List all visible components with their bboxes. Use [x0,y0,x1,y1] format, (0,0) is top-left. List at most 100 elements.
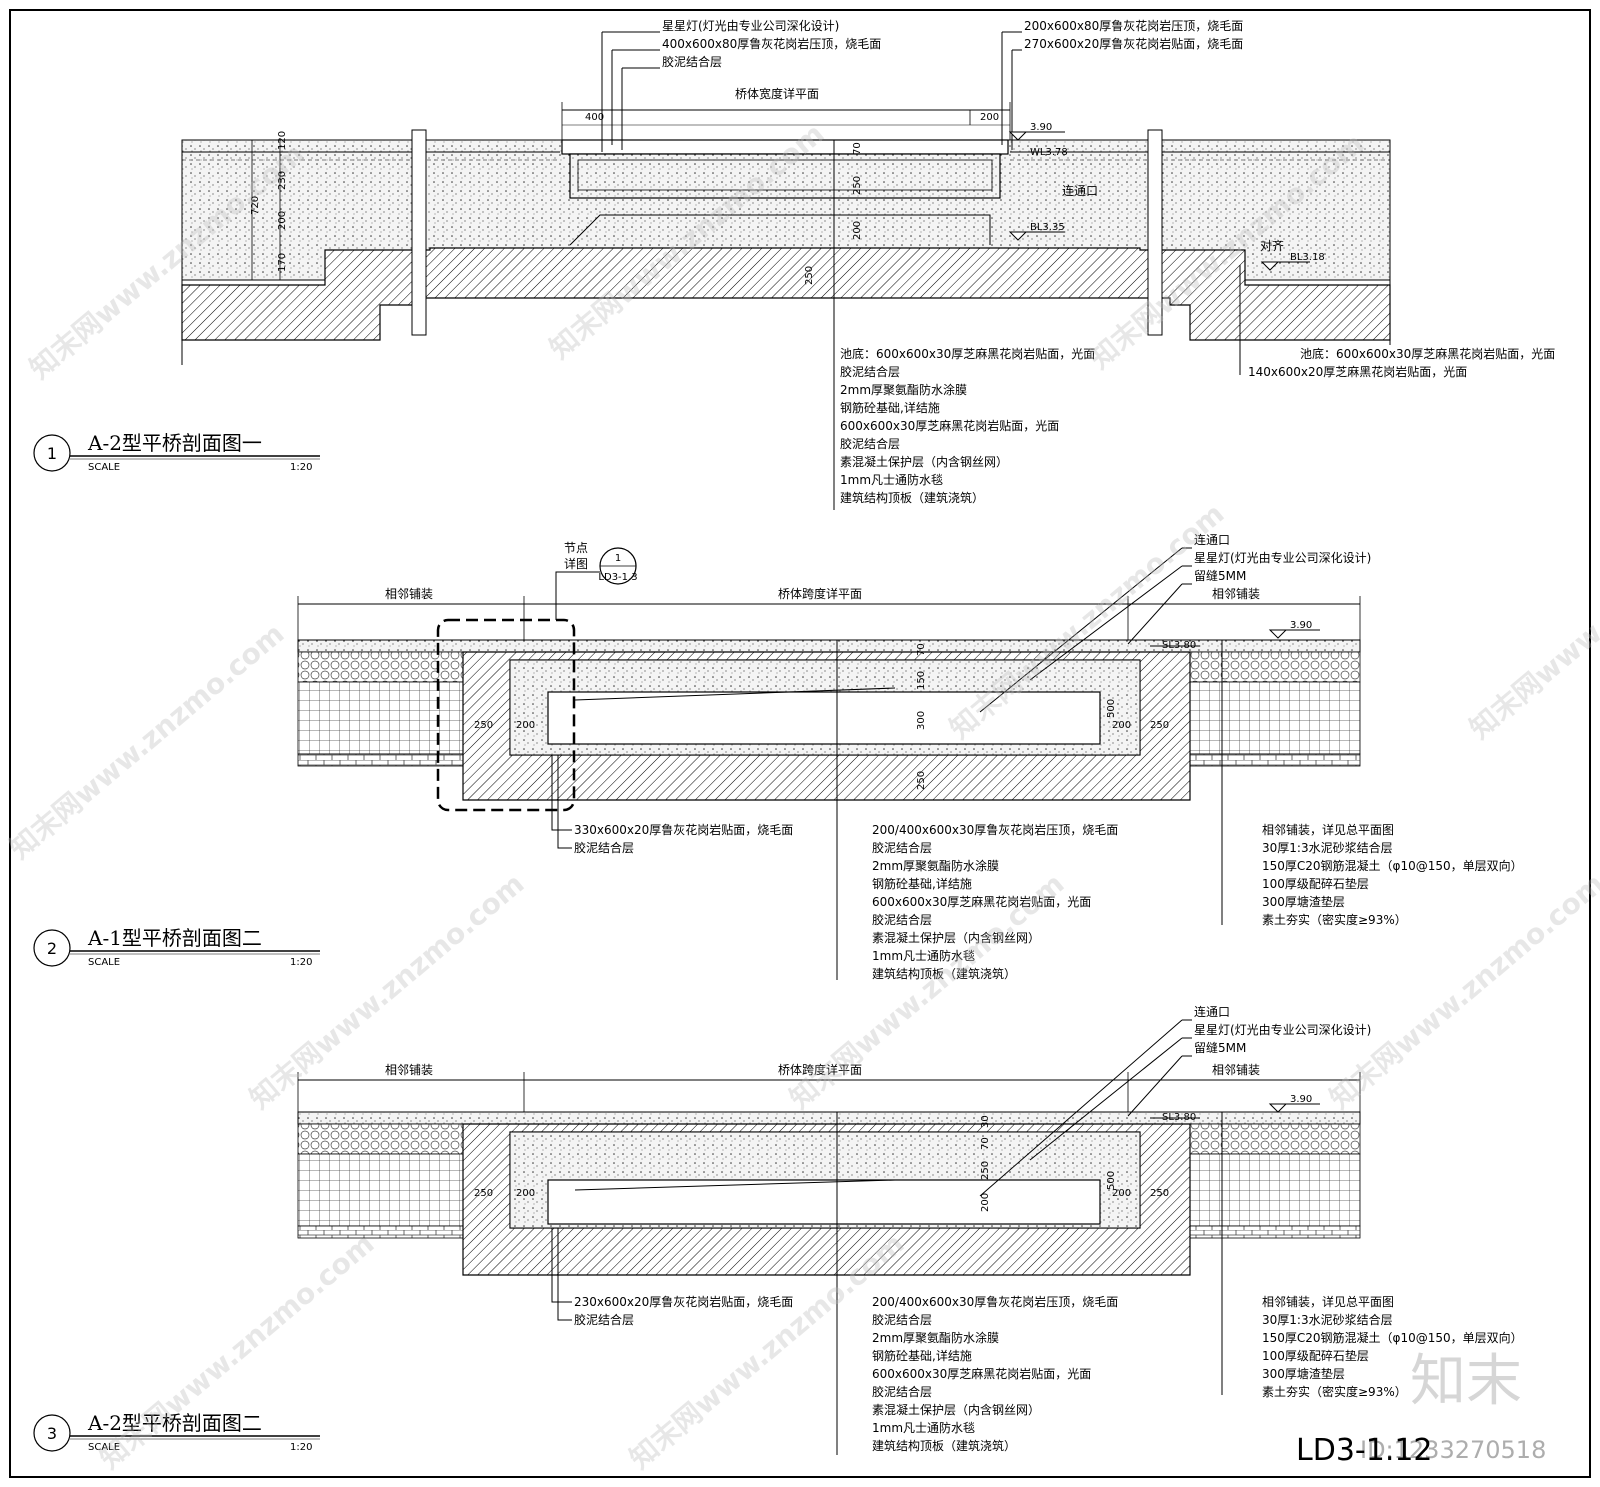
s1-dim-left-4: 170 [277,253,288,272]
s2-span-left: 相邻铺装 [385,587,433,601]
s1-callout-align: 对齐 [1260,238,1284,253]
s1-dim-left-2: 230 [277,171,288,190]
svg-text:250: 250 [474,1188,493,1199]
svg-text:300厚塘渣垫层: 300厚塘渣垫层 [1262,894,1345,909]
svg-text:素土夯实（密实度≥93%）: 素土夯实（密实度≥93%） [1262,912,1407,927]
s2-callout-light: 星星灯(灯光由专业公司深化设计) [1194,550,1371,565]
svg-text:素土夯实（密实度≥93%）: 素土夯实（密实度≥93%） [1262,1384,1407,1399]
section-3-labels: 相邻铺装 桥体跨度详平面 相邻铺装 连通口 星星灯(灯光由专业公司深化设计) 留… [33,1004,1523,1453]
s3-channel [547,1179,1101,1225]
s3-callout-light: 星星灯(灯光由专业公司深化设计) [1194,1022,1371,1037]
svg-text:100厚级配碎石垫层: 100厚级配碎石垫层 [1262,876,1369,891]
s3-level-sl: SL3.80 [1162,1112,1196,1123]
svg-text:素混凝土保护层（内含钢丝网）: 素混凝土保护层（内含钢丝网） [840,454,1008,469]
svg-text:250: 250 [1150,720,1169,731]
svg-text:70: 70 [852,142,863,155]
s2-callout-gap: 留缝5MM [1194,568,1246,583]
section-2-drawing [297,547,1361,980]
svg-text:250: 250 [474,720,493,731]
s2-left-note-1: 330x600x20厚鲁灰花岗岩贴面，烧毛面 [574,822,793,837]
svg-text:2mm厚聚氨酯防水涂膜: 2mm厚聚氨酯防水涂膜 [840,382,967,397]
section-2-labels: 节点 详图 1 LD3-1.3 相邻铺装 桥体跨度详平面 相邻铺装 连通口 星星… [33,532,1523,981]
svg-text:钢筋砼基础,详结施: 钢筋砼基础,详结施 [840,400,940,415]
svg-text:素混凝土保护层（内含钢丝网）: 素混凝土保护层（内含钢丝网） [872,1402,1040,1417]
s3-right-notes: 相邻铺装，详见总平面图 30厚1:3水泥砂浆结合层 150厚C20钢筋混凝土（φ… [1262,1294,1523,1399]
s3-span-mid: 桥体跨度详平面 [778,1062,862,1077]
svg-text:200/400x600x30厚鲁灰花岗岩压顶，烧毛面: 200/400x600x30厚鲁灰花岗岩压顶，烧毛面 [872,1294,1118,1309]
svg-text:250: 250 [916,771,927,790]
s1-scale-value: 1:20 [290,462,312,473]
s3-level-top: 3.90 [1290,1094,1312,1105]
s1-dim-left-1: 120 [277,131,288,150]
s2-number: 2 [47,939,57,958]
svg-text:30: 30 [980,1115,991,1128]
svg-text:1mm凡士通防水毯: 1mm凡士通防水毯 [872,1420,975,1435]
svg-text:500: 500 [1106,1171,1117,1190]
watermark-text-9: 知末网www.znzmo.com [1323,867,1600,1115]
section-1-labels: 星星灯(灯光由专业公司深化设计) 400x600x80厚鲁灰花岗岩压顶，烧毛面 … [33,18,1555,505]
watermark-text-6: 知末网www.znzmo.com [1463,497,1600,745]
s3-span-left: 相邻铺装 [385,1063,433,1077]
svg-text:150厚C20钢筋混凝土（φ10@150，单层双向）: 150厚C20钢筋混凝土（φ10@150，单层双向） [1262,1330,1523,1345]
section-3-drawing [297,1019,1361,1455]
s2-node-label: 节点 [564,541,588,555]
s2-scale-value: 1:20 [290,957,312,968]
s3-scale-value: 1:20 [290,1442,312,1453]
svg-text:200: 200 [1112,1188,1131,1199]
watermark-text-7: 知末网www.znzmo.com [243,867,530,1115]
svg-text:200/400x600x30厚鲁灰花岗岩压顶，烧毛面: 200/400x600x30厚鲁灰花岗岩压顶，烧毛面 [872,822,1118,837]
svg-text:胶泥结合层: 胶泥结合层 [872,1384,932,1399]
svg-text:建筑结构顶板（建筑浇筑）: 建筑结构顶板（建筑浇筑） [872,1438,1016,1453]
svg-text:600x600x30厚芝麻黑花岗岩贴面，光面: 600x600x30厚芝麻黑花岗岩贴面，光面 [840,418,1059,433]
s1-span-label: 桥体宽度详平面 [735,86,819,101]
svg-text:250: 250 [980,1161,991,1180]
svg-text:素混凝土保护层（内含钢丝网）: 素混凝土保护层（内含钢丝网） [872,930,1040,945]
svg-text:池底：600x600x30厚芝麻黑花岗岩贴面，光面: 池底：600x600x30厚芝麻黑花岗岩贴面，光面 [1300,346,1555,361]
svg-text:100厚级配碎石垫层: 100厚级配碎石垫层 [1262,1348,1369,1363]
s2-span-right: 相邻铺装 [1212,587,1260,601]
s1-number: 1 [47,444,57,463]
svg-text:胶泥结合层: 胶泥结合层 [840,436,900,451]
svg-text:500: 500 [1106,699,1117,718]
s1-scale-label: SCALE [88,462,120,473]
svg-text:150厚C20钢筋混凝土（φ10@150，单层双向）: 150厚C20钢筋混凝土（φ10@150，单层双向） [1262,858,1523,873]
s1-level-bl2: BL3.18 [1290,252,1325,263]
svg-text:70: 70 [980,1137,991,1150]
svg-text:相邻铺装，详见总平面图: 相邻铺装，详见总平面图 [1262,1294,1394,1309]
s2-channel [547,691,1101,745]
svg-text:200: 200 [516,720,535,731]
s1-top-left-note-1: 星星灯(灯光由专业公司深化设计) [662,18,839,33]
sheet-border [9,9,1591,1478]
svg-text:70: 70 [916,643,927,656]
s1-top-left-note-2: 400x600x80厚鲁灰花岗岩压顶，烧毛面 [662,36,881,51]
s2-node-detail: 详图 [564,556,588,571]
s1-dim-left-3: 200 [277,211,288,230]
s3-title: A-2型平桥剖面图二 [87,1411,262,1435]
s2-span-mid: 桥体跨度详平面 [778,586,862,601]
s3-number: 3 [47,1424,57,1443]
svg-text:300厚塘渣垫层: 300厚塘渣垫层 [1262,1366,1345,1381]
svg-text:1mm凡士通防水毯: 1mm凡士通防水毯 [872,948,975,963]
s1-number-circle [33,434,71,472]
svg-text:200: 200 [1112,720,1131,731]
s1-dim-top-left: 400 [585,112,604,123]
s1-top-right-note-2: 270x600x20厚鲁灰花岗岩贴面，烧毛面 [1024,36,1243,51]
sheet-number: LD3-1.12 [1296,1433,1433,1468]
svg-text:胶泥结合层: 胶泥结合层 [872,1312,932,1327]
s3-mid-notes: 200/400x600x30厚鲁灰花岗岩压顶，烧毛面 胶泥结合层 2mm厚聚氨酯… [872,1294,1118,1453]
s1-right-notes: 池底：600x600x30厚芝麻黑花岗岩贴面，光面 140x600x20厚芝麻黑… [1248,346,1555,379]
svg-text:1mm凡士通防水毯: 1mm凡士通防水毯 [840,472,943,487]
svg-text:140x600x20厚芝麻黑花岗岩贴面，光面: 140x600x20厚芝麻黑花岗岩贴面，光面 [1248,364,1467,379]
s1-top-left-note-3: 胶泥结合层 [662,54,722,69]
s3-span-right: 相邻铺装 [1212,1063,1260,1077]
s2-mid-notes: 200/400x600x30厚鲁灰花岗岩压顶，烧毛面 胶泥结合层 2mm厚聚氨酯… [872,822,1118,981]
svg-text:2mm厚聚氨酯防水涂膜: 2mm厚聚氨酯防水涂膜 [872,858,999,873]
svg-text:200: 200 [516,1188,535,1199]
svg-text:钢筋砼基础,详结施: 钢筋砼基础,详结施 [872,1348,972,1363]
svg-text:池底：600x600x30厚芝麻黑花岗岩贴面，光面: 池底：600x600x30厚芝麻黑花岗岩贴面，光面 [840,346,1095,361]
s3-left-note-1: 230x600x20厚鲁灰花岗岩贴面，烧毛面 [574,1294,793,1309]
svg-text:建筑结构顶板（建筑浇筑）: 建筑结构顶板（建筑浇筑） [840,490,984,505]
svg-text:胶泥结合层: 胶泥结合层 [872,840,932,855]
svg-text:200: 200 [980,1193,991,1212]
